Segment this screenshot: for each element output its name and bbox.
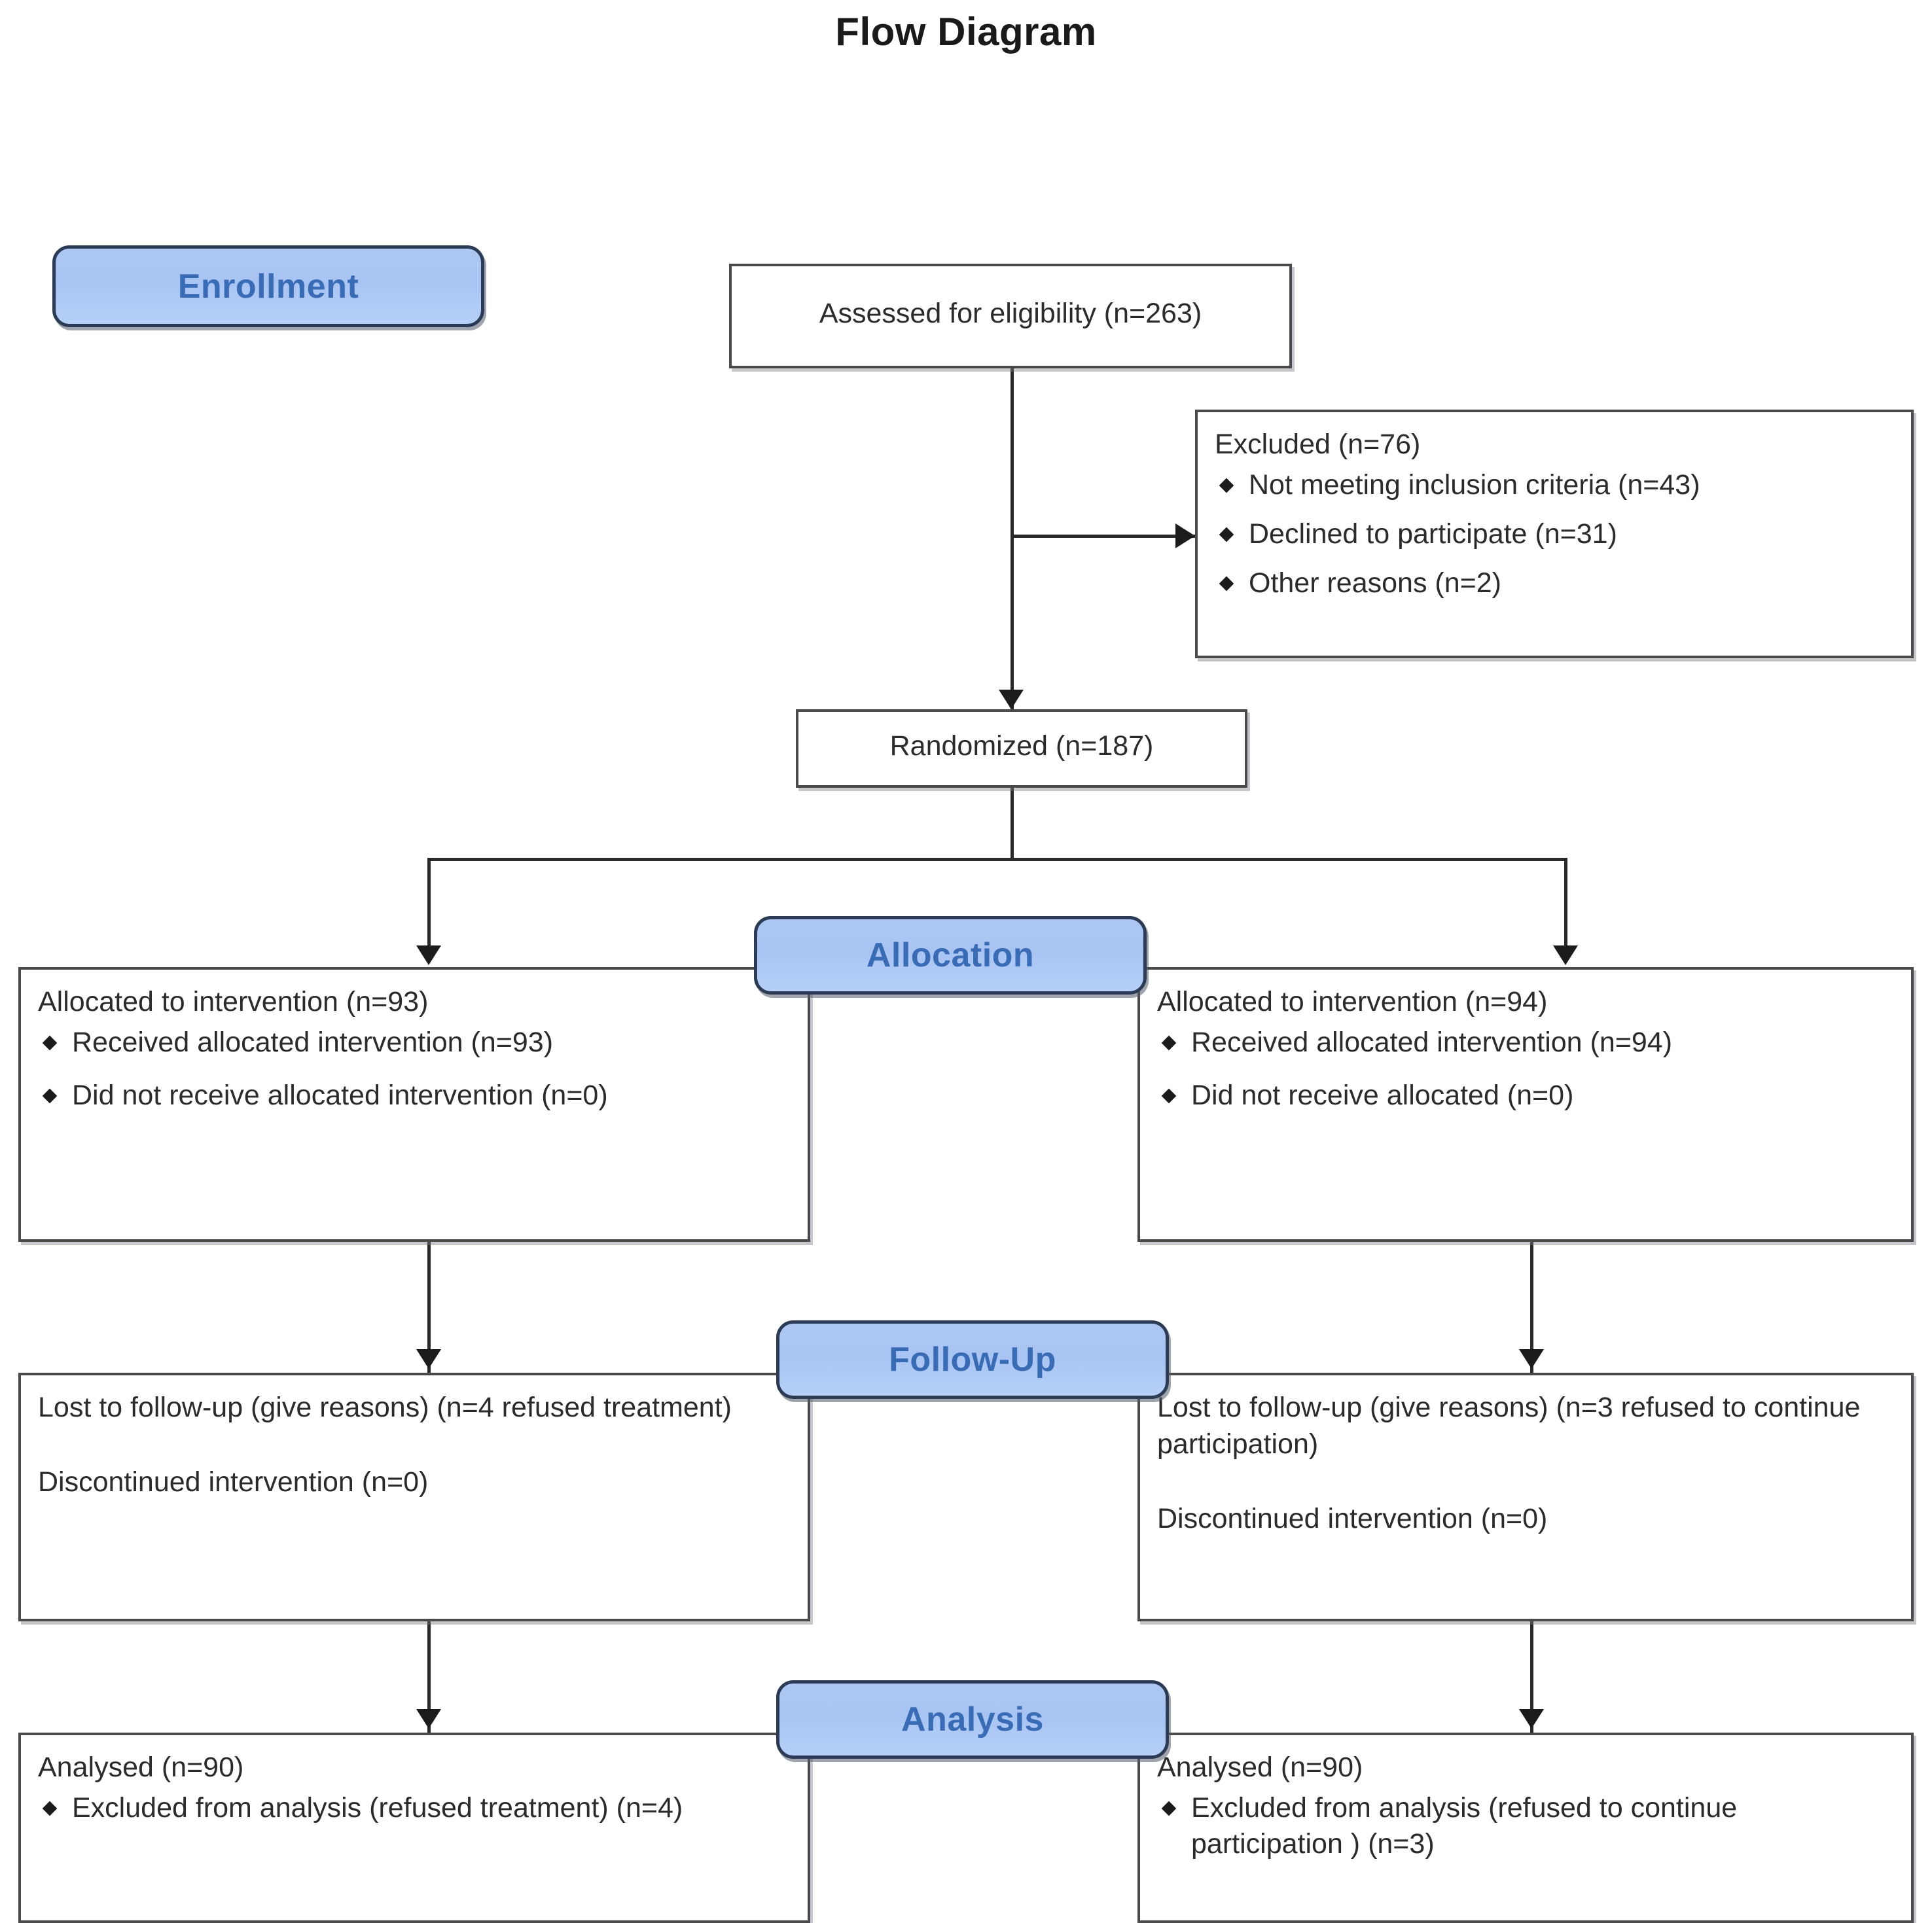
allocation-box-left: Allocated to intervention (n=93) Receive… (18, 967, 810, 1242)
analysis-right-list: Excluded from analysis (refused to conti… (1157, 1790, 1894, 1862)
analysis-left-list: Excluded from analysis (refused treatmen… (38, 1790, 791, 1826)
analysis-right-heading: Analysed (n=90) (1157, 1752, 1363, 1783)
analysis-box-left: Analysed (n=90) Excluded from analysis (… (18, 1733, 810, 1923)
followup-box-right: Lost to follow-up (give reasons) (n=3 re… (1137, 1373, 1914, 1621)
diamond-bullet-icon (1161, 1801, 1177, 1816)
connector-split-bar (427, 858, 1567, 861)
excluded-reason-text: Other reasons (n=2) (1249, 567, 1501, 599)
assessed-for-eligibility-box: Assessed for eligibility (n=263) (729, 264, 1292, 368)
arrowhead-right-analysis (1519, 1709, 1544, 1729)
allocation-right-heading: Allocated to intervention (n=94) (1157, 986, 1548, 1017)
analysis-right-item-text: Excluded from analysis (refused to conti… (1191, 1791, 1738, 1860)
followup-left-discontinued: Discontinued intervention (n=0) (38, 1466, 429, 1498)
allocation-left-list: Received allocated intervention (n=93) D… (38, 1025, 791, 1114)
stage-badge-enrollment: Enrollment (52, 245, 484, 327)
connector-left-followup-to-analysis (427, 1621, 431, 1733)
list-item: Declined to participate (n=31) (1215, 516, 1894, 552)
allocation-right-item-text: Did not receive allocated (n=0) (1191, 1079, 1574, 1111)
arrowhead-to-right-allocation (1553, 945, 1578, 965)
arrowhead-left-followup (416, 1349, 441, 1369)
excluded-reasons-list: Not meeting inclusion criteria (n=43) De… (1215, 467, 1894, 601)
stage-badge-enrollment-label: Enrollment (177, 267, 359, 306)
diamond-bullet-icon (1219, 478, 1234, 493)
excluded-reason-text: Not meeting inclusion criteria (n=43) (1249, 468, 1700, 501)
allocation-left-heading: Allocated to intervention (n=93) (38, 986, 429, 1017)
stage-badge-allocation-label: Allocation (866, 936, 1035, 974)
arrowhead-to-excluded (1175, 523, 1195, 548)
analysis-left-heading: Analysed (n=90) (38, 1752, 244, 1783)
spacer (38, 1430, 791, 1464)
arrowhead-to-left-allocation (416, 945, 441, 965)
followup-right-lost: Lost to follow-up (give reasons) (n=3 re… (1157, 1392, 1861, 1460)
list-item: Did not receive allocated (n=0) (1157, 1078, 1894, 1114)
diamond-bullet-icon (1219, 527, 1234, 542)
analysis-box-right: Analysed (n=90) Excluded from analysis (… (1137, 1733, 1914, 1923)
excluded-box: Excluded (n=76) Not meeting inclusion cr… (1195, 410, 1914, 658)
arrowhead-assessed-to-randomized (999, 690, 1024, 709)
connector-randomized-down (1011, 788, 1014, 860)
list-item: Received allocated intervention (n=93) (38, 1025, 791, 1061)
arrowhead-left-analysis (416, 1709, 441, 1729)
list-item: Received allocated intervention (n=94) (1157, 1025, 1894, 1061)
connector-right-followup-to-analysis (1530, 1621, 1533, 1733)
list-item: Excluded from analysis (refused treatmen… (38, 1790, 791, 1826)
allocation-box-right: Allocated to intervention (n=94) Receive… (1137, 967, 1914, 1242)
stage-badge-analysis: Analysis (776, 1680, 1169, 1759)
list-item: Other reasons (n=2) (1215, 565, 1894, 601)
stage-badge-analysis-label: Analysis (901, 1701, 1044, 1738)
stage-badge-followup-label: Follow-Up (889, 1341, 1056, 1379)
excluded-heading: Excluded (n=76) (1215, 429, 1421, 460)
allocation-left-item-text: Did not receive allocated intervention (… (72, 1079, 608, 1111)
diamond-bullet-icon (1219, 576, 1234, 591)
diamond-bullet-icon (1161, 1088, 1177, 1104)
allocation-right-item-text: Received allocated intervention (n=94) (1191, 1026, 1673, 1058)
allocation-left-item-text: Received allocated intervention (n=93) (72, 1026, 554, 1058)
followup-box-left: Lost to follow-up (give reasons) (n=4 re… (18, 1373, 810, 1621)
connector-split-left (427, 858, 431, 949)
diamond-bullet-icon (1161, 1035, 1177, 1050)
connector-to-excluded (1011, 535, 1195, 538)
followup-right-discontinued: Discontinued intervention (n=0) (1157, 1502, 1548, 1534)
diamond-bullet-icon (42, 1088, 58, 1104)
connector-right-alloc-to-followup (1530, 1242, 1533, 1373)
arrowhead-right-followup (1519, 1349, 1544, 1369)
excluded-reason-text: Declined to participate (n=31) (1249, 518, 1617, 550)
diamond-bullet-icon (42, 1801, 58, 1816)
stage-badge-followup: Follow-Up (776, 1320, 1169, 1399)
allocation-right-list: Received allocated intervention (n=94) D… (1157, 1025, 1894, 1114)
analysis-left-item-text: Excluded from analysis (refused treatmen… (72, 1791, 683, 1824)
stage-badge-allocation: Allocation (754, 916, 1147, 995)
randomized-text: Randomized (n=187) (889, 730, 1154, 762)
page-title: Flow Diagram (835, 10, 1097, 54)
connector-assessed-to-randomized (1011, 368, 1014, 709)
randomized-box: Randomized (n=187) (796, 709, 1247, 788)
connector-left-alloc-to-followup (427, 1242, 431, 1373)
list-item: Not meeting inclusion criteria (n=43) (1215, 467, 1894, 503)
connector-split-right (1564, 858, 1567, 949)
spacer (1157, 1467, 1894, 1501)
list-item: Did not receive allocated intervention (… (38, 1078, 791, 1114)
diamond-bullet-icon (42, 1035, 58, 1050)
assessed-for-eligibility-text: Assessed for eligibility (n=263) (819, 298, 1202, 330)
list-item: Excluded from analysis (refused to conti… (1157, 1790, 1894, 1862)
followup-left-lost: Lost to follow-up (give reasons) (n=4 re… (38, 1392, 732, 1423)
